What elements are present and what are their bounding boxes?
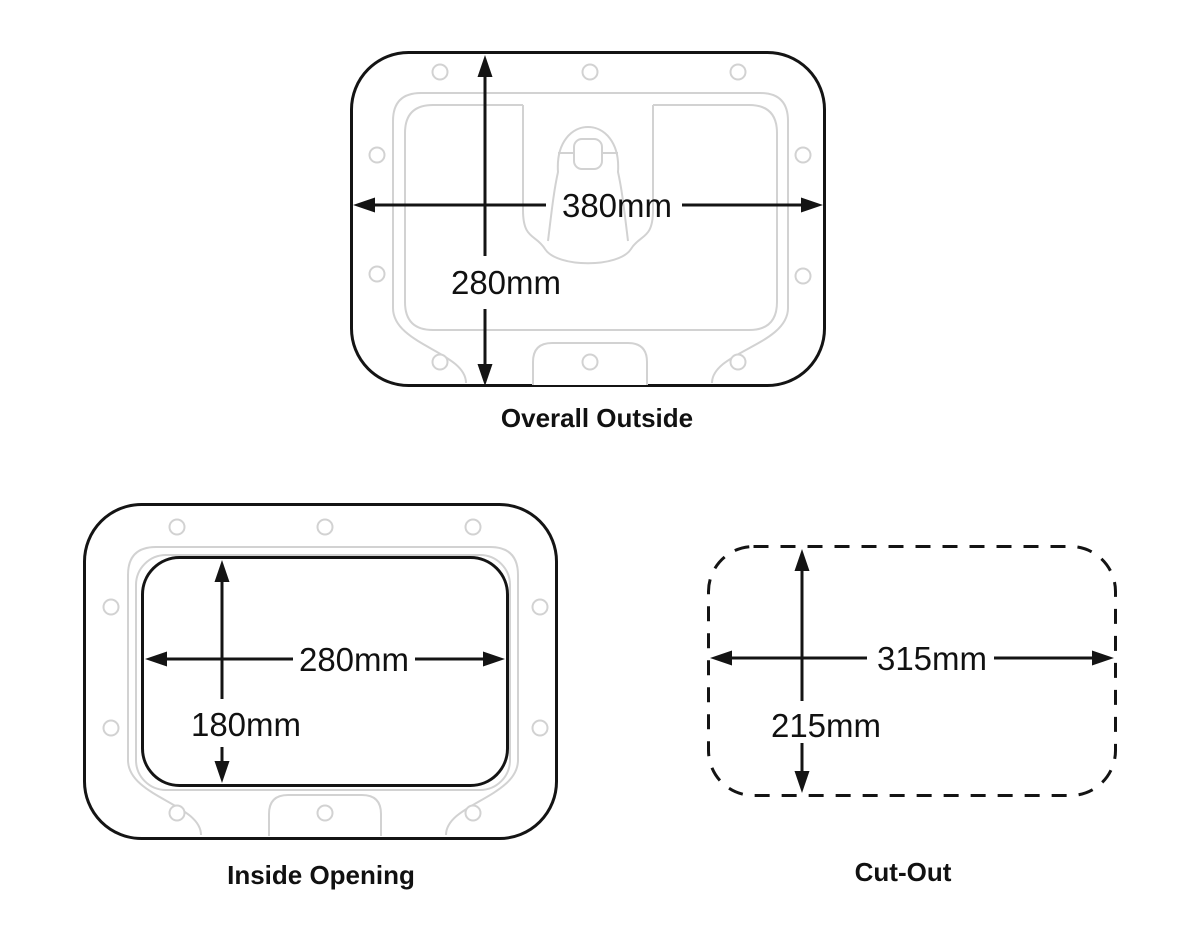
inside-opening-outline	[141, 556, 509, 787]
dish-rim-inner	[135, 554, 511, 791]
screw-hole	[581, 353, 599, 371]
screw-hole	[729, 63, 747, 81]
screw-hole	[464, 518, 482, 536]
arrowhead-up-icon	[477, 55, 493, 77]
screw-hole	[368, 146, 386, 164]
arrowhead-left-icon	[710, 650, 732, 666]
diagram-caption: Cut-Out	[855, 857, 952, 887]
diagram-inside-opening: 280mm 180mm Inside Opening	[83, 503, 558, 890]
diagram-cut-out: 315mm 215mm Cut-Out	[707, 545, 1117, 887]
plate-outline	[83, 503, 558, 840]
screw-hole	[102, 598, 120, 616]
diagram-caption: Overall Outside	[501, 403, 693, 433]
arrowhead-right-icon	[801, 197, 823, 213]
screw-hole	[531, 598, 549, 616]
screw-hole	[368, 265, 386, 283]
diagram-overall-outside: 380mm 280mm Overall Outside	[350, 51, 826, 433]
arrowhead-right-icon	[483, 651, 505, 667]
arrowhead-down-icon	[794, 771, 810, 793]
height-dimension-label: 180mm	[191, 706, 301, 743]
latch-channel	[522, 105, 654, 265]
screw-hole	[168, 518, 186, 536]
height-dimension-label: 280mm	[451, 264, 561, 301]
width-dimension-label: 280mm	[299, 641, 409, 678]
dish-rim-outer	[127, 546, 519, 836]
screw-hole	[431, 353, 449, 371]
width-dimension-label: 380mm	[562, 187, 672, 224]
height-dimension-label: 215mm	[771, 707, 881, 744]
screw-hole	[168, 804, 186, 822]
cutout-outline	[707, 545, 1117, 797]
screw-hole	[794, 267, 812, 285]
screw-hole	[431, 63, 449, 81]
screw-hole	[316, 804, 334, 822]
arrowhead-left-icon	[145, 651, 167, 667]
screw-hole	[794, 146, 812, 164]
arrowhead-down-icon	[214, 761, 230, 783]
width-dimension-label: 315mm	[877, 640, 987, 677]
dish-rim-outer	[392, 92, 789, 384]
screw-hole	[102, 719, 120, 737]
screw-hole	[531, 719, 549, 737]
screw-hole	[464, 804, 482, 822]
diagram-caption: Inside Opening	[227, 860, 415, 890]
latch-icon	[547, 126, 629, 242]
arrowhead-left-icon	[353, 197, 375, 213]
screw-hole	[316, 518, 334, 536]
arrowhead-down-icon	[477, 364, 493, 386]
arrowhead-up-icon	[794, 549, 810, 571]
plate-outline	[350, 51, 826, 387]
arrowhead-up-icon	[214, 560, 230, 582]
arrowhead-right-icon	[1092, 650, 1114, 666]
dish-rim-inner	[404, 104, 778, 331]
screw-hole	[581, 63, 599, 81]
screw-hole	[729, 353, 747, 371]
